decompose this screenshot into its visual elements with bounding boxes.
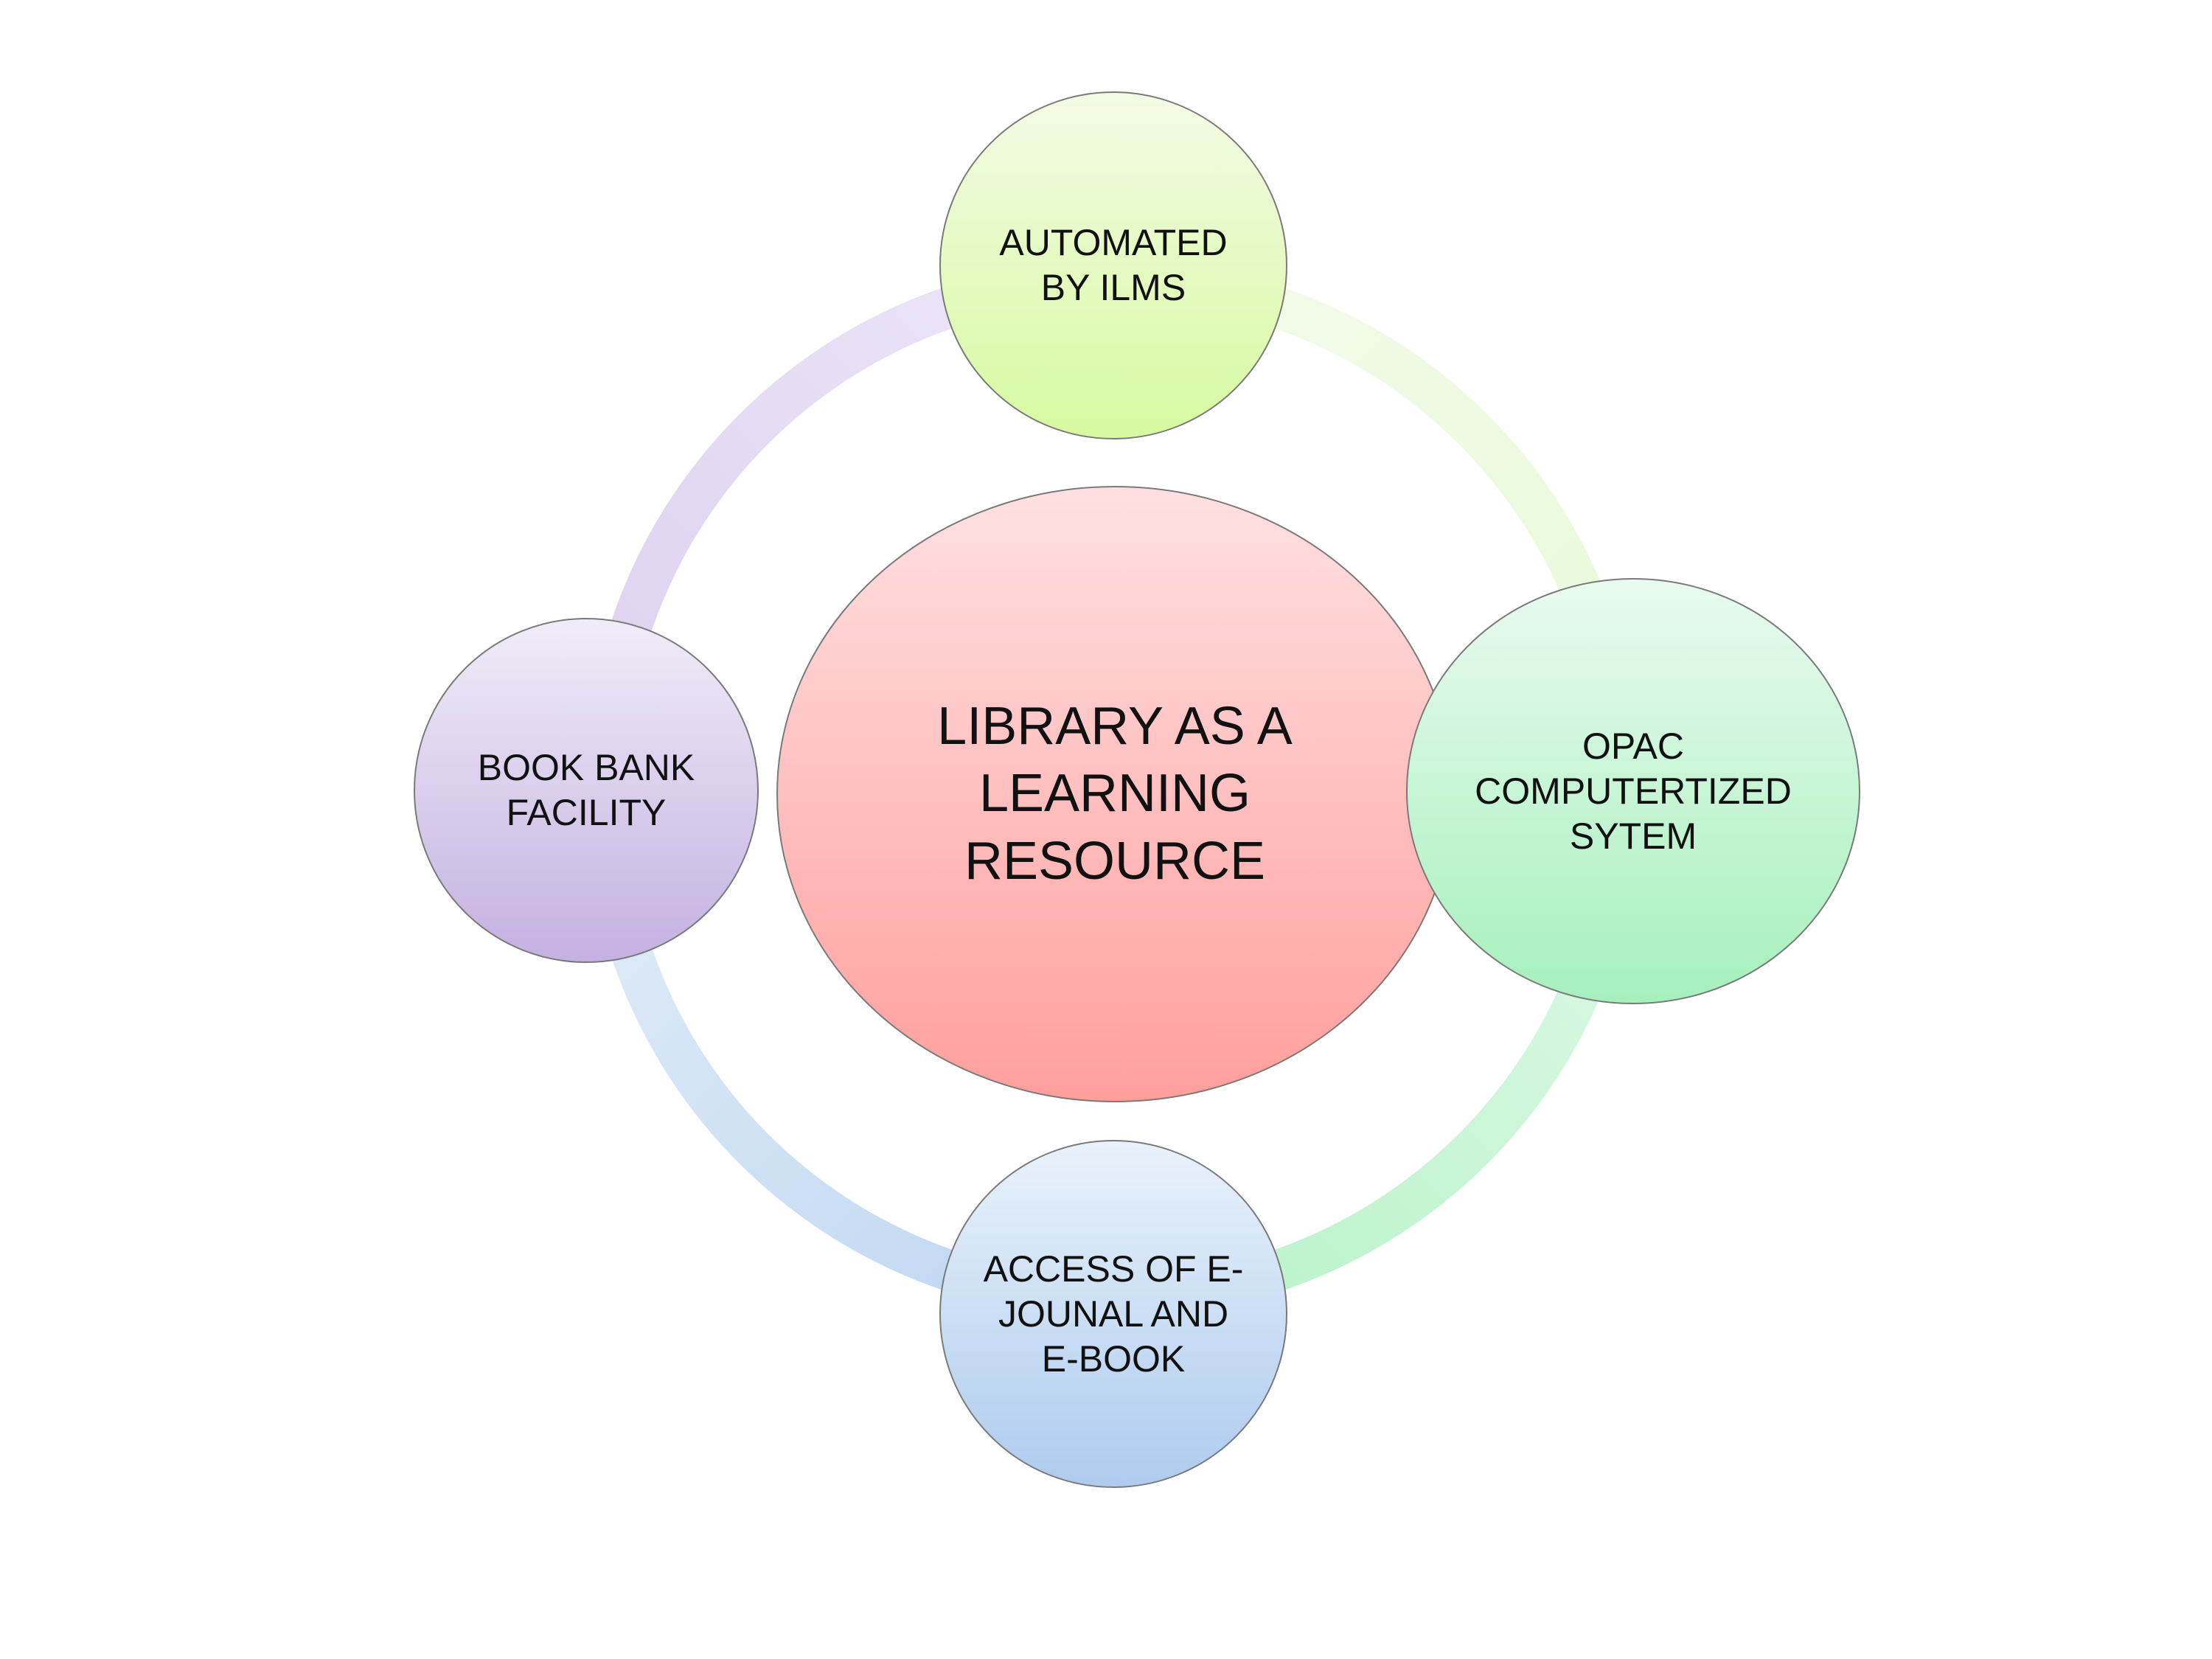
center-circle <box>776 486 1453 1102</box>
node-circle-left <box>414 618 759 963</box>
node-circle-right <box>1406 578 1860 1004</box>
node-circle-bottom <box>939 1140 1287 1488</box>
node-circle-top <box>939 91 1287 439</box>
